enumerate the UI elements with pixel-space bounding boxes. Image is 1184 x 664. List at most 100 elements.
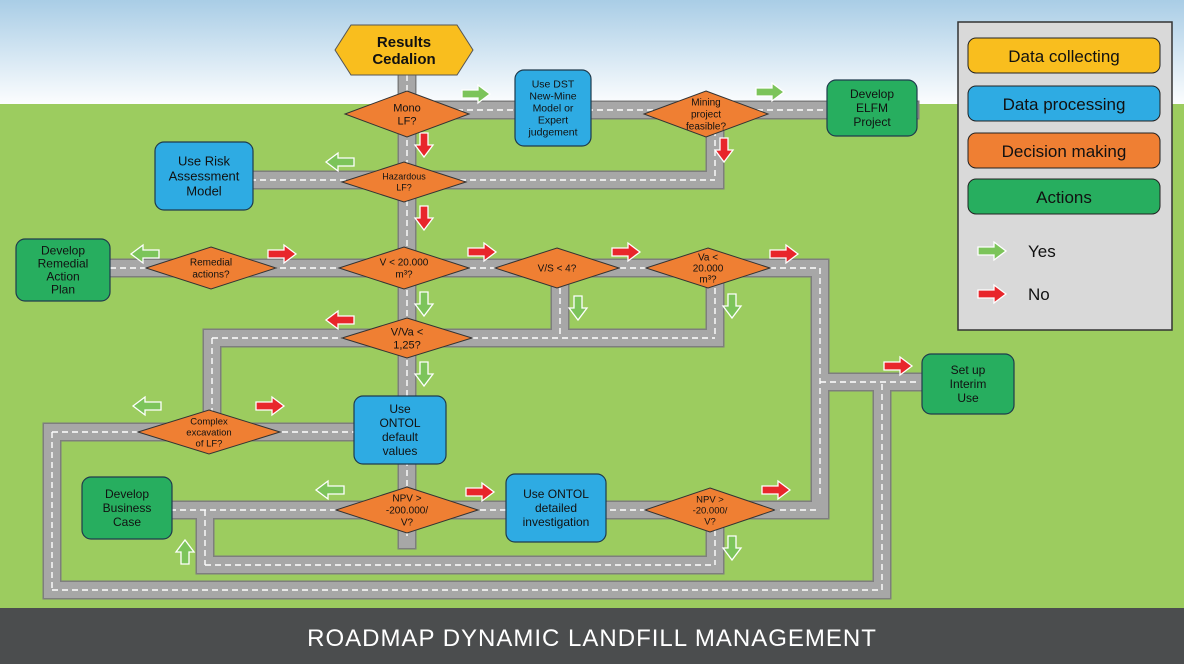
yes-arrow-icon bbox=[174, 538, 196, 565]
node-label-line: feasible? bbox=[686, 122, 726, 133]
node-label-line: Assessment bbox=[169, 169, 240, 184]
node-npv-200000: NPV >-200.000/V? bbox=[334, 486, 480, 534]
node-label-line: ONTOL bbox=[379, 416, 420, 430]
node-label-line: Results bbox=[377, 34, 431, 51]
node-label-line: judgement bbox=[527, 127, 577, 139]
node-label-line: Cedalion bbox=[372, 51, 435, 68]
legend-no-arrow-shape bbox=[977, 283, 1008, 305]
node-label-line: NPV > bbox=[392, 494, 421, 505]
yes-arrow-icon bbox=[314, 479, 345, 501]
node-label-line: Remedial bbox=[38, 257, 89, 271]
node-label-line: Expert bbox=[538, 115, 568, 127]
legend-decision-making-label: Decision making bbox=[1002, 142, 1127, 161]
yes-arrow-icon bbox=[131, 395, 162, 417]
node-label-line: 20.000 bbox=[693, 264, 724, 275]
node-label-line: -20.000/ bbox=[693, 505, 728, 516]
node-label-line: Va < bbox=[698, 253, 718, 264]
node-label-line: Use bbox=[389, 402, 411, 416]
node-label-line: V < 20.000 bbox=[380, 258, 429, 269]
yes-arrow-icon bbox=[129, 243, 160, 265]
node-label-line: V? bbox=[704, 516, 716, 527]
legend-no-arrow-icon bbox=[977, 283, 1008, 305]
yes-arrow-icon bbox=[721, 535, 743, 562]
legend-actions-swatch bbox=[967, 178, 1161, 215]
node-label-line: Model bbox=[186, 184, 222, 199]
no-arrow-icon bbox=[413, 205, 435, 232]
node-label-line: Mono bbox=[393, 102, 421, 114]
node-label-line: m³? bbox=[395, 270, 413, 281]
node-v-s-4: V/S < 4? bbox=[493, 247, 621, 289]
yes-arrow-icon bbox=[461, 83, 492, 105]
legend-data-processing-swatch bbox=[967, 85, 1161, 122]
yes-arrow-icon bbox=[755, 81, 786, 103]
node-label-line: V/S < 4? bbox=[538, 264, 577, 275]
footer-bar bbox=[0, 608, 1184, 664]
node-label-line: -200.000/ bbox=[386, 506, 428, 517]
node-label-line: excavation bbox=[186, 427, 231, 438]
no-arrow-icon bbox=[769, 243, 800, 265]
legend-data-processing-label: Data processing bbox=[1003, 95, 1126, 114]
node-label-line: Develop bbox=[41, 244, 85, 258]
node-label-line: 1,25? bbox=[393, 339, 421, 351]
node-label-line: Case bbox=[113, 515, 141, 529]
node-label-line: LF? bbox=[398, 115, 417, 127]
no-arrow-icon bbox=[324, 309, 355, 331]
no-arrow-icon bbox=[611, 241, 642, 263]
node-label-line: Develop bbox=[105, 487, 149, 501]
node-label-line: Use Risk bbox=[178, 154, 231, 169]
node-label-line: values bbox=[383, 444, 418, 458]
node-label-line: project bbox=[691, 110, 721, 121]
node-label-line: Remedial bbox=[190, 258, 232, 269]
node-label-line: Project bbox=[853, 115, 891, 129]
node-label-line: Plan bbox=[51, 283, 75, 297]
legend-data-collecting-label: Data collecting bbox=[1008, 47, 1120, 66]
node-label-line: LF? bbox=[396, 183, 412, 193]
no-arrow-icon bbox=[883, 355, 914, 377]
node-label-line: Business bbox=[103, 501, 152, 515]
legend-yes-arrow-icon bbox=[977, 240, 1008, 262]
no-arrow-icon bbox=[467, 241, 498, 263]
arrow-layer bbox=[129, 81, 914, 565]
node-label-line: ELFM bbox=[856, 101, 888, 115]
no-arrow-icon bbox=[465, 481, 496, 503]
legend-decision-making-swatch bbox=[967, 132, 1161, 169]
node-label-line: V? bbox=[401, 518, 414, 529]
legend-yes-arrow-shape bbox=[977, 240, 1008, 262]
no-arrow-icon bbox=[761, 479, 792, 501]
legend-data-collecting-swatch bbox=[967, 37, 1161, 74]
node-label-line: actions? bbox=[192, 270, 230, 281]
node-label-line: Use ONTOL bbox=[523, 487, 589, 501]
no-arrow-icon bbox=[255, 395, 286, 417]
yes-arrow-icon bbox=[567, 295, 589, 322]
node-label-line: Use DST bbox=[532, 79, 575, 91]
node-label-line: Complex bbox=[190, 416, 228, 427]
yes-arrow-icon bbox=[413, 291, 435, 318]
node-label-line: detailed bbox=[535, 501, 577, 515]
legend-yes-label: Yes bbox=[1028, 242, 1056, 261]
no-arrow-icon bbox=[267, 243, 298, 265]
node-label-line: NPV > bbox=[696, 494, 724, 505]
node-label-line: Model or bbox=[533, 103, 574, 115]
node-v-va: V/Va <1,25? bbox=[340, 317, 474, 359]
legend-no-label: No bbox=[1028, 285, 1050, 304]
node-label-line: Set up bbox=[951, 363, 986, 377]
node-label-line: investigation bbox=[523, 515, 590, 529]
